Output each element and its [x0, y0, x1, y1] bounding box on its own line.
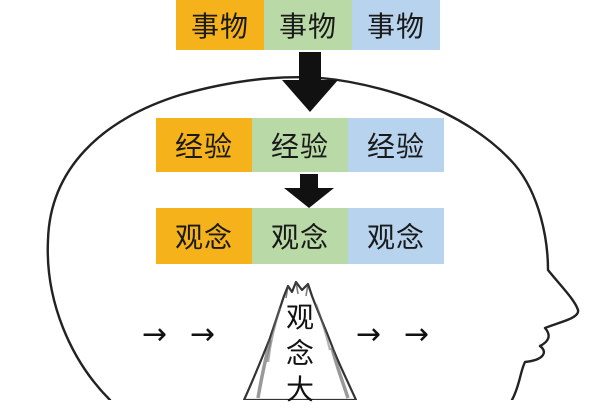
- things-cell-green: 事物: [264, 0, 352, 50]
- mountain-label: 观 念 大: [282, 300, 318, 408]
- experience-cell-orange: 经验: [156, 118, 252, 172]
- row-concepts: 观念 观念 观念: [156, 208, 444, 264]
- down-arrow-small: [284, 174, 334, 208]
- things-cell-blue: 事物: [352, 0, 440, 50]
- concepts-cell-orange: 观念: [156, 208, 252, 264]
- concepts-cell-blue: 观念: [348, 208, 444, 264]
- row-things: 事物 事物 事物: [176, 0, 440, 50]
- experience-cell-green: 经验: [252, 118, 348, 172]
- concepts-cell-green: 观念: [252, 208, 348, 264]
- row-experience: 经验 经验 经验: [156, 118, 444, 172]
- right-arrow-2: →: [190, 317, 216, 352]
- mountain-label-char-1: 观: [285, 301, 314, 334]
- experience-cell-blue: 经验: [348, 118, 444, 172]
- mountain-label-char-2: 念: [285, 337, 314, 370]
- right-arrow-4: →: [404, 317, 430, 352]
- right-arrow-3: →: [356, 317, 382, 352]
- right-arrow-1: →: [142, 317, 168, 352]
- things-cell-orange: 事物: [176, 0, 264, 50]
- down-arrow-large: [282, 52, 338, 112]
- mountain-label-char-3: 大: [285, 373, 314, 406]
- mountain-peak: [242, 280, 358, 400]
